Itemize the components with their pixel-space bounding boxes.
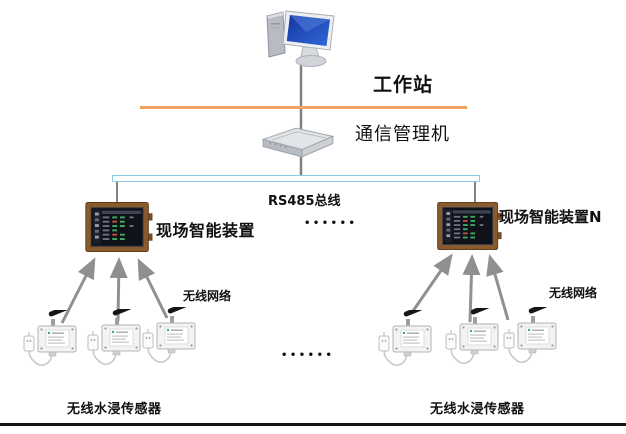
sensor-group-right-label: 无线水浸传感器 — [430, 402, 525, 417]
water-sensor-icon — [87, 309, 141, 365]
workstation-label: 工作站 — [373, 74, 434, 96]
water-sensor-icon — [445, 308, 499, 364]
bottom-rule — [0, 423, 626, 426]
rs485-bus-bar — [112, 175, 480, 182]
ellipsis-sensors: •••••• — [281, 350, 335, 361]
water-sensor-icon — [378, 310, 432, 366]
field-device-left-label: 现场智能装置 — [156, 221, 256, 240]
field-device-right-icon — [437, 202, 502, 250]
workstation-computer-icon — [266, 10, 335, 67]
water-sensor-icon — [23, 310, 77, 366]
wireless-link-arrow — [462, 254, 481, 323]
water-sensor-icon — [503, 307, 557, 363]
wireless-network-right-label: 无线网络 — [549, 286, 598, 300]
wireless-link-arrow — [137, 258, 169, 319]
ellipsis-devices: •••••• — [304, 218, 358, 229]
rs485-bus-label: RS485总线 — [268, 194, 341, 209]
orange-separator-line — [140, 106, 467, 109]
wireless-link-arrow — [486, 254, 510, 321]
wireless-link-arrow — [411, 253, 453, 312]
field-device-left-icon — [85, 202, 153, 252]
water-sensor-icon — [142, 307, 196, 363]
field-device-right-label: 现场智能装置N — [499, 208, 602, 226]
wireless-link-arrow — [60, 257, 96, 324]
comm-manager-label: 通信管理机 — [355, 124, 450, 145]
comm-manager-icon — [261, 127, 335, 158]
sensor-group-left-label: 无线水浸传感器 — [67, 402, 162, 417]
wireless-network-left-label: 无线网络 — [183, 289, 232, 303]
